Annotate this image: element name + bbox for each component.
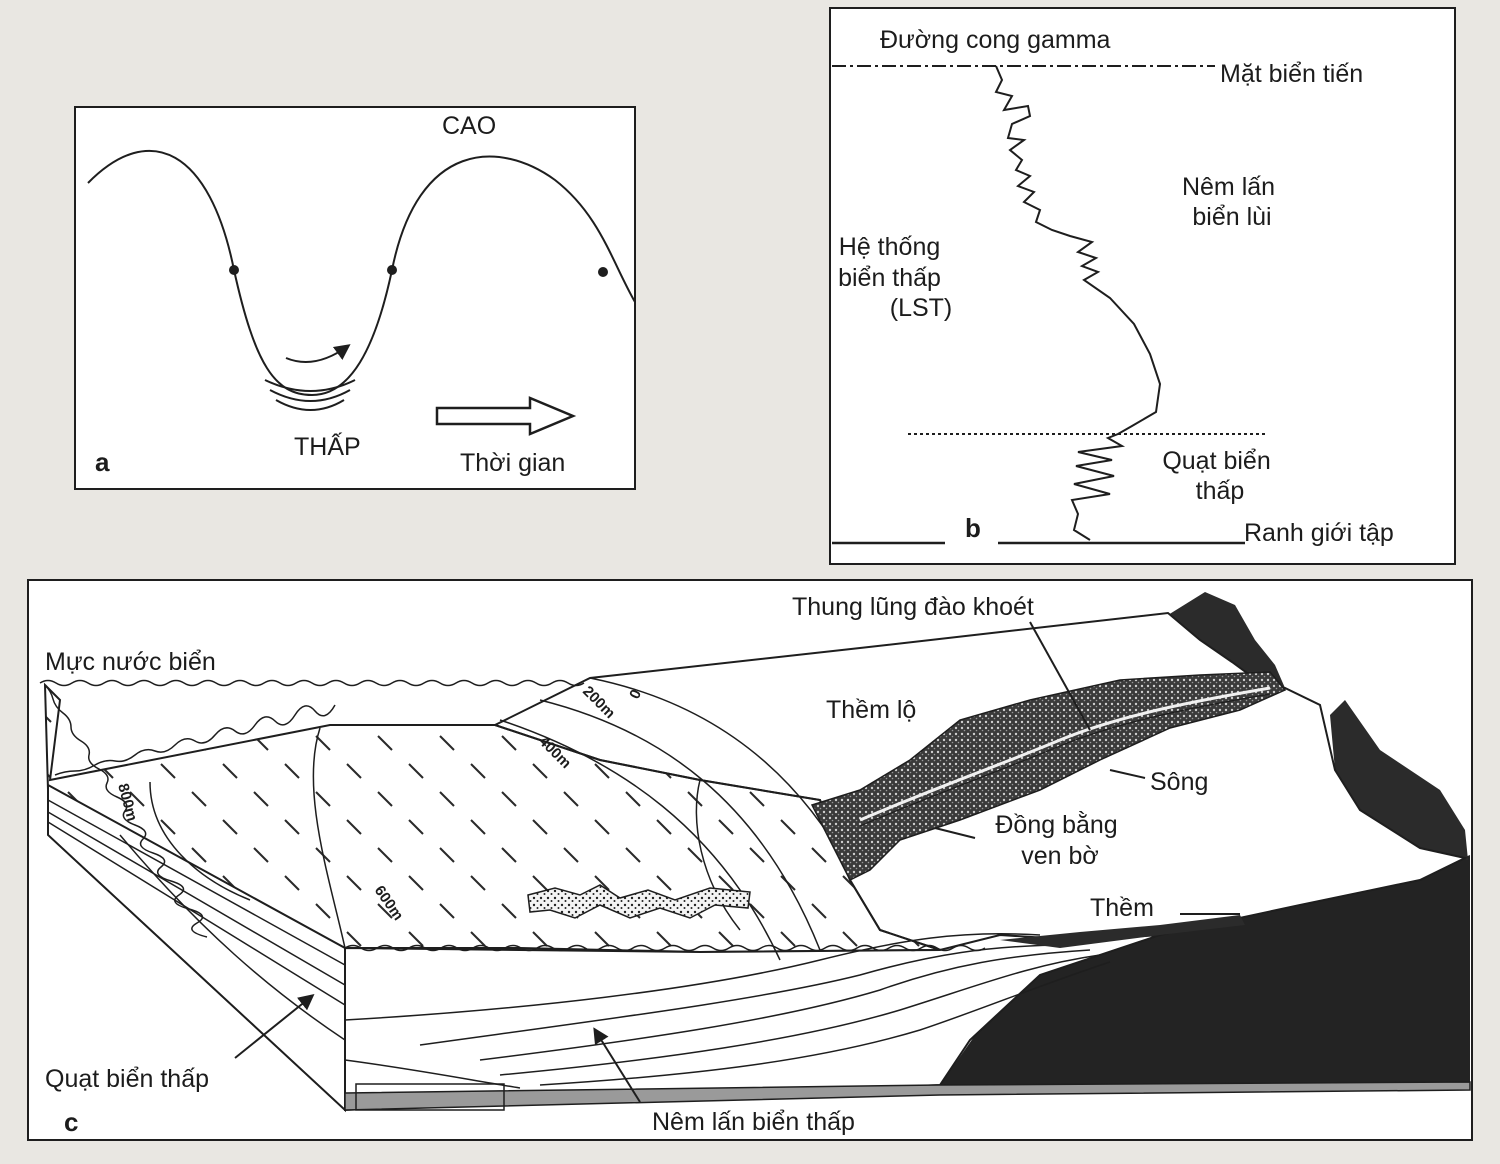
inflection-point — [229, 265, 239, 275]
panel-a-frame — [74, 106, 636, 490]
label-coastal-plain: Đồng bằng ven bờ — [995, 810, 1124, 870]
label-time: Thời gian — [460, 449, 565, 477]
panel-b-frame — [829, 7, 1456, 565]
panel-b: Đường cong gamma Mặt biển tiến Nêm lấn b… — [829, 7, 1456, 565]
time-arrow-icon — [435, 396, 577, 436]
label-low: THẤP — [294, 432, 361, 461]
label-sea-level: Mực nước biển — [45, 648, 216, 676]
leader-line — [1109, 769, 1146, 779]
label-incised-valley: Thung lũng đào khoét — [792, 593, 1034, 621]
label-basin-floor-fan: Quạt biển thấp — [1162, 447, 1277, 505]
label-river: Sông — [1150, 768, 1208, 796]
label-lst: Hệ thống biển thấp (LST) — [838, 233, 952, 322]
lowstand-arcs — [264, 379, 356, 411]
right-scarp — [1330, 700, 1468, 860]
upper-knob — [1168, 592, 1285, 688]
basin-floor-fan — [527, 884, 751, 919]
label-msf: Mặt biển tiến — [1220, 60, 1363, 88]
label-lowstand-wedge: Nêm lấn biển thấp — [652, 1108, 855, 1136]
inflection-point — [387, 265, 397, 275]
label-exposed-shelf: Thềm lộ — [826, 696, 916, 724]
sea-level-curve — [87, 149, 636, 397]
river-channel — [859, 686, 1271, 822]
label-high: CAO — [442, 112, 496, 140]
sea-level-front — [44, 684, 208, 938]
label-basin-floor-fan: Quạt biển thấp — [45, 1065, 209, 1093]
terrace-bench — [1000, 915, 1245, 948]
gamma-curve-title: Đường cong gamma — [880, 26, 1111, 54]
label-sequence-boundary: Ranh giới tập — [1244, 519, 1394, 547]
sea-level-back — [344, 944, 986, 952]
panel-a: CAO THẤP Thời gian a — [74, 106, 636, 490]
leader-line — [593, 1027, 641, 1103]
panel-c: 0 200m 400m 600m 800m Mực nước biển Thun… — [27, 579, 1473, 1141]
panel-a-tag: a — [95, 447, 110, 477]
label-hst: Nêm lấn biển lùi — [1182, 173, 1282, 231]
panel-c-tag: c — [64, 1107, 78, 1137]
inflection-point — [598, 267, 608, 277]
block-base — [344, 1081, 1471, 1111]
front-strata — [47, 799, 346, 1111]
leader-line — [1029, 621, 1091, 731]
base-inset — [355, 1083, 505, 1111]
curved-arrow-icon — [285, 344, 351, 363]
bedrock-block — [940, 855, 1470, 1090]
coastal-plain — [810, 671, 1287, 882]
gamma-ray-log — [994, 65, 1162, 541]
sea-level-line — [39, 679, 585, 687]
shelf-edge-wavy — [54, 704, 336, 776]
river-channel — [859, 693, 1271, 827]
depth-contours — [149, 677, 851, 961]
leader-line — [934, 827, 976, 839]
label-terrace: Thềm — [1090, 894, 1154, 922]
panel-b-tag: b — [965, 513, 981, 543]
leader-line — [234, 993, 315, 1059]
